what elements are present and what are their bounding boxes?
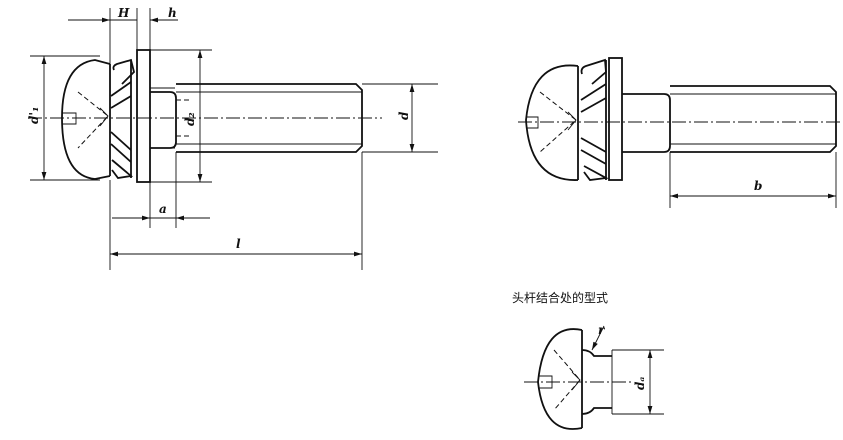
l-label: l (236, 237, 241, 251)
left-threaded-shank (176, 83, 363, 153)
left-cone-hidden (77, 91, 109, 149)
a-label: a (159, 202, 167, 216)
left-flat-washer (136, 49, 151, 183)
right-threaded-shank (670, 85, 837, 153)
d2-label: d₂ (183, 112, 197, 126)
detail-view: 头杆结合处的型式 r dₐ (512, 290, 664, 430)
da-label: dₐ (633, 377, 647, 390)
right-view: b (518, 57, 843, 208)
right-shank-neck (622, 93, 671, 153)
left-pan-head (61, 59, 111, 180)
b-label: b (754, 179, 762, 193)
h-label: h (168, 6, 177, 20)
right-flat-washer (608, 57, 623, 181)
right-pan-head (525, 64, 579, 181)
detail-fillet-shank (581, 349, 612, 415)
left-spring-washer (110, 58, 135, 179)
detail-cone-hidden (553, 349, 581, 411)
d-label: d (397, 111, 411, 120)
r-label: r (598, 323, 606, 337)
H-label: H (117, 6, 130, 20)
detail-caption: 头杆结合处的型式 (512, 290, 608, 305)
left-head-slot (62, 112, 77, 125)
left-shank-neck (150, 91, 177, 149)
right-spring-washer (580, 58, 609, 181)
left-view: d'₁ d₂ d H h a l (27, 6, 438, 270)
right-head-slot (526, 116, 539, 129)
detail-pan-head (537, 328, 583, 430)
d1-prime-label: d'₁ (27, 107, 41, 124)
